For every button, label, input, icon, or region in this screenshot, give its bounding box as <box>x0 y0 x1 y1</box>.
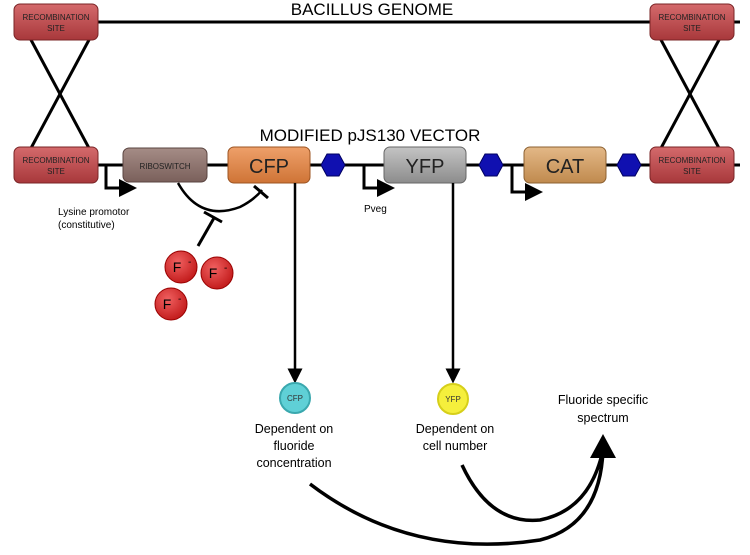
terminator-icon <box>478 153 504 177</box>
lysine-promoter-label: Lysine promotor <box>58 207 130 218</box>
vector-label: MODIFIED pJS130 VECTOR <box>260 126 481 145</box>
terminator-icon <box>320 153 346 177</box>
svg-text:-: - <box>224 263 227 274</box>
output-label-line2: spectrum <box>577 411 628 425</box>
svg-text:RIBOSWITCH: RIBOSWITCH <box>139 162 190 171</box>
cfp-gene: CFP <box>227 146 311 184</box>
svg-text:SITE: SITE <box>683 24 701 33</box>
recombination-site-vector-left: RECOMBINATION SITE <box>13 146 99 184</box>
yfp-protein: YFP <box>437 383 469 415</box>
yfp-caption-line1: Dependent on <box>416 422 495 436</box>
svg-text:RECOMBINATION: RECOMBINATION <box>23 13 90 22</box>
yfp-to-spectrum-curve <box>460 449 605 523</box>
output-label-line1: Fluoride specific <box>558 393 648 407</box>
svg-text:CAT: CAT <box>546 156 585 178</box>
svg-text:CFP: CFP <box>249 156 289 178</box>
svg-text:-: - <box>178 294 181 305</box>
pveg-promoter-arrow-icon <box>362 165 395 197</box>
svg-text:YFP: YFP <box>445 395 461 404</box>
terminator-icon <box>616 153 642 177</box>
cfp-caption-line1: Dependent on <box>255 422 334 436</box>
crossover-left <box>28 37 92 151</box>
lysine-promoter-arrow-icon <box>104 165 137 197</box>
svg-text:-: - <box>188 257 191 268</box>
yfp-gene: YFP <box>383 146 467 184</box>
svg-text:F: F <box>173 259 182 275</box>
cfp-caption-line2: fluoride <box>274 439 315 453</box>
repression-bar-icon <box>253 184 269 200</box>
spectrum-arrowhead-icon <box>590 434 616 458</box>
svg-text:F: F <box>163 296 172 312</box>
svg-text:RECOMBINATION: RECOMBINATION <box>23 156 90 165</box>
svg-text:SITE: SITE <box>47 167 65 176</box>
svg-text:RECOMBINATION: RECOMBINATION <box>659 13 726 22</box>
fluoride-ion: F - <box>164 250 198 284</box>
pveg-label: Pveg <box>364 204 387 215</box>
recombination-site-vector-right: RECOMBINATION SITE <box>649 146 735 184</box>
crossover-right <box>658 37 722 151</box>
cfp-to-spectrum-curve <box>308 449 605 546</box>
cat-gene: CAT <box>523 146 607 184</box>
svg-text:CFP: CFP <box>287 394 303 403</box>
recombination-site-genome-left: RECOMBINATION SITE <box>13 3 99 41</box>
lysine-promoter-sublabel: (constitutive) <box>58 220 115 231</box>
svg-text:SITE: SITE <box>47 24 65 33</box>
fluoride-ion: F - <box>154 287 188 321</box>
cfp-protein: CFP <box>279 382 311 414</box>
genome-label: BACILLUS GENOME <box>291 0 454 19</box>
fluoride-inhibition-line <box>196 217 216 247</box>
inhibition-bar-icon <box>203 210 223 224</box>
svg-text:YFP: YFP <box>406 156 445 178</box>
fluoride-ion: F - <box>200 256 234 290</box>
riboswitch-repression-arc <box>176 182 263 213</box>
svg-text:SITE: SITE <box>683 167 701 176</box>
svg-text:F: F <box>209 265 218 281</box>
cfp-caption-line3: concentration <box>256 456 331 470</box>
recombination-site-genome-right: RECOMBINATION SITE <box>649 3 735 41</box>
cat-promoter-arrow-icon <box>510 165 543 201</box>
yfp-caption-line2: cell number <box>423 439 488 453</box>
riboswitch: RIBOSWITCH <box>122 147 208 183</box>
svg-text:RECOMBINATION: RECOMBINATION <box>659 156 726 165</box>
